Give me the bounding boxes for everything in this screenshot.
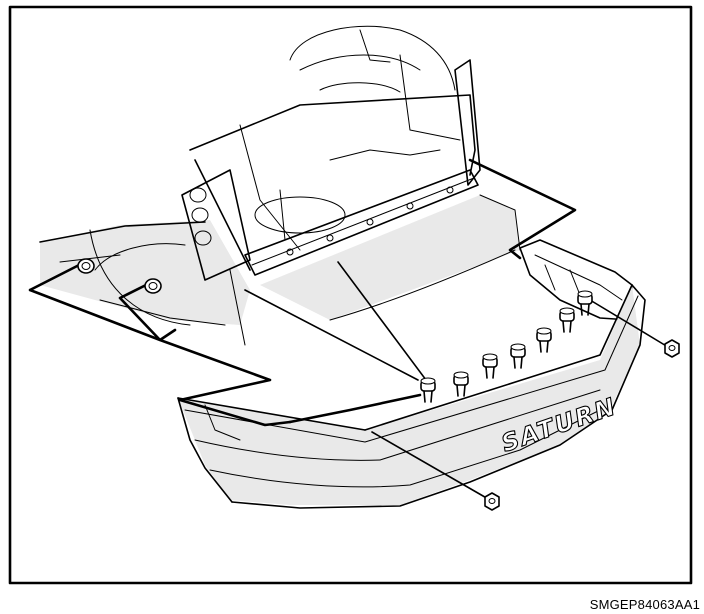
quarter-panel-retainer-2 [144, 278, 162, 294]
rear-bumper-fascia [177, 284, 646, 509]
push-pin-leader [337, 261, 433, 389]
center-callout-zigzag [288, 393, 422, 424]
bracket-screw-leader [589, 299, 669, 348]
left-fastener-callout [28, 260, 292, 427]
figure-code: SMGEP84063AA1 [589, 597, 700, 612]
bracket-screw [664, 339, 680, 358]
push-pin-2 [453, 371, 469, 397]
push-pin-3 [482, 353, 498, 379]
callout-lines [28, 158, 669, 501]
right-bumper-bracket [519, 239, 633, 321]
figure-border [8, 5, 693, 585]
push-pin-5 [536, 327, 552, 353]
push-pin-retainers [420, 290, 593, 403]
push-pin-4 [510, 343, 526, 369]
push-pin-6 [559, 307, 575, 333]
vehicle-rear-body [39, 25, 521, 346]
lower-bumper-screw [484, 492, 500, 511]
upper-right-callout [468, 158, 577, 260]
quarter-panel-retainer-1 [77, 258, 95, 274]
side-retainer-leader [244, 289, 419, 381]
push-pin-7 [577, 290, 593, 316]
lower-screw-leader [371, 431, 491, 501]
push-pin-1 [420, 377, 436, 403]
